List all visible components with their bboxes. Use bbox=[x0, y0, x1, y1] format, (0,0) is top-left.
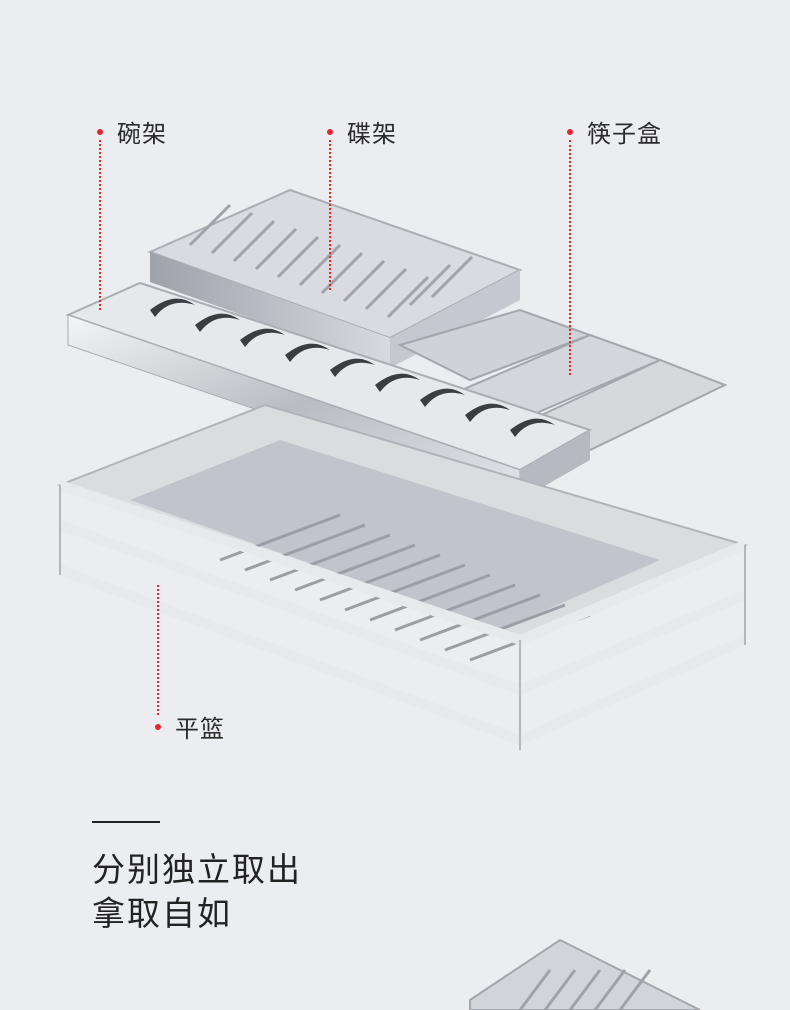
leader-flat-basket bbox=[157, 585, 159, 715]
callout-dish-rack: 碟架 bbox=[327, 114, 397, 149]
dish-rack bbox=[147, 188, 523, 368]
callout-flat-basket: 平篮 bbox=[155, 709, 225, 744]
callout-label-chopstick-box: 筷子盒 bbox=[587, 120, 662, 148]
leader-chopstick-box bbox=[569, 140, 571, 375]
callout-dot bbox=[327, 128, 333, 135]
callout-label-bowl-rack: 碗架 bbox=[117, 120, 167, 148]
flat-basket bbox=[57, 403, 748, 750]
callout-bowl-rack: 碗架 bbox=[97, 114, 167, 149]
partial-basket bbox=[469, 938, 701, 1010]
headline-rule bbox=[92, 821, 160, 823]
callout-label-dish-rack: 碟架 bbox=[347, 120, 397, 148]
callout-dot bbox=[97, 128, 103, 135]
callout-chopstick-box: 筷子盒 bbox=[567, 114, 662, 149]
callout-label-flat-basket: 平篮 bbox=[175, 715, 225, 743]
callout-dot bbox=[567, 128, 573, 135]
headline: 分别独立取出 拿取自如 bbox=[92, 848, 302, 936]
callout-dot bbox=[155, 723, 161, 730]
headline-line-1: 分别独立取出 bbox=[92, 850, 302, 889]
leader-dish-rack bbox=[329, 140, 331, 290]
headline-line-2: 拿取自如 bbox=[92, 894, 232, 933]
leader-bowl-rack bbox=[99, 140, 101, 310]
